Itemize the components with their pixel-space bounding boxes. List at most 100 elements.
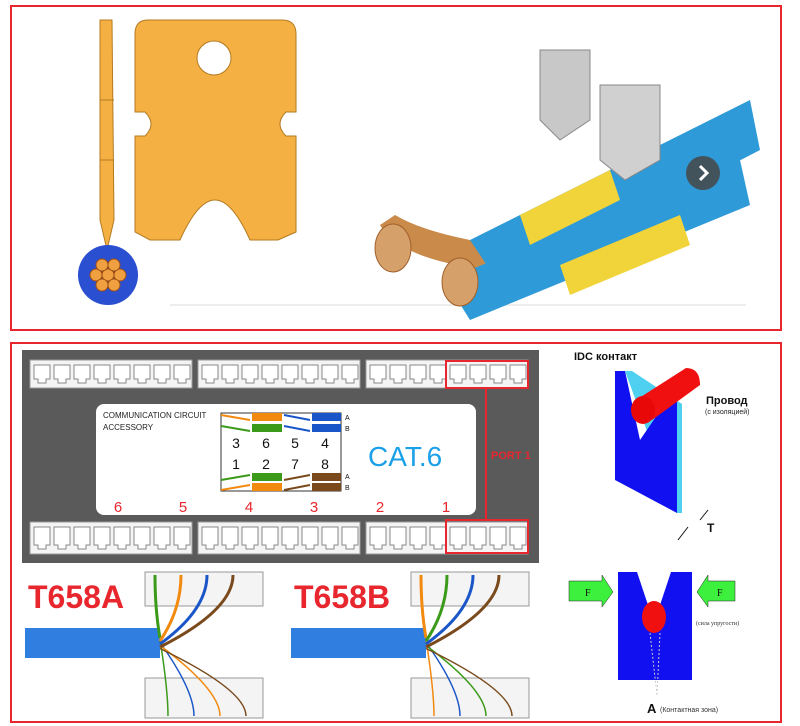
port-icon — [369, 526, 387, 550]
idc-force-diagram: F F (сила упругости) A (Контактная зона) — [568, 572, 739, 716]
port-icon — [389, 526, 407, 550]
category-label: CAT.6 — [368, 441, 442, 472]
pair-label: B — [345, 485, 350, 492]
port-icon — [73, 364, 91, 384]
pin-label: 8 — [321, 456, 329, 472]
idc-blade-illustration — [78, 19, 297, 305]
pin-label: 7 — [291, 456, 299, 472]
port-icon — [113, 364, 131, 384]
panel-label-line1: COMMUNICATION CIRCUIT — [103, 411, 207, 420]
contact-sublabel: (Контактная зона) — [660, 707, 718, 714]
cable-jacket — [291, 628, 426, 658]
t568b-wiring-diagram — [291, 571, 530, 719]
force-label-right: F — [717, 588, 723, 599]
panel-label-line2: ACCESSORY — [103, 423, 154, 432]
wire-sublabel: (с изоляцией) — [705, 408, 750, 416]
port-icon — [449, 526, 467, 550]
pair-label: B — [345, 426, 350, 433]
wire-strand — [159, 574, 235, 649]
wire-strand — [425, 574, 475, 646]
wire-strand — [159, 647, 247, 717]
wire-strand — [159, 574, 209, 646]
t568a-label: T658A — [28, 579, 124, 615]
port-icon — [241, 526, 259, 550]
next-image-button[interactable] — [686, 156, 720, 190]
port-icon — [53, 526, 71, 550]
port-icon — [489, 526, 507, 550]
port-icon — [201, 364, 219, 384]
color-code-table — [220, 412, 342, 492]
port-icon — [113, 526, 131, 550]
port-icon — [281, 526, 299, 550]
pair-label: A — [345, 415, 350, 422]
port-icon — [133, 364, 151, 384]
pin-label: 5 — [291, 435, 299, 451]
pair-label: A — [345, 474, 350, 481]
bottom-image-panel — [10, 342, 782, 723]
cable-jacket — [25, 628, 160, 658]
idc-title: IDC контакт — [574, 351, 638, 363]
port-number: 2 — [376, 499, 384, 516]
port-number: 5 — [179, 499, 187, 516]
wire-label: Провод — [706, 395, 748, 407]
port-icon — [241, 364, 259, 384]
wire-strand — [153, 574, 162, 639]
port-icon — [93, 364, 111, 384]
port-icon — [369, 364, 387, 384]
port-number: 4 — [245, 499, 253, 516]
port-icon — [389, 364, 407, 384]
port-icon — [133, 526, 151, 550]
port-icon — [409, 364, 427, 384]
port-numbers: 6 5 4 3 2 1 — [114, 499, 450, 516]
port-icon — [73, 526, 91, 550]
port-icon — [33, 526, 51, 550]
port-icon — [301, 364, 319, 384]
port-icon — [409, 526, 427, 550]
cable-with-idc-illustration — [170, 49, 760, 320]
port-icon — [93, 526, 111, 550]
port-icon — [201, 526, 219, 550]
port-icon — [489, 364, 507, 384]
pin-numbers: 3 6 5 4 1 2 7 8 — [232, 435, 329, 472]
port-number: 3 — [310, 499, 318, 516]
port-icon — [221, 526, 239, 550]
pin-label: 6 — [262, 435, 270, 451]
pin-label: 2 — [262, 456, 270, 472]
contact-label: A — [647, 701, 657, 716]
idc-contact-diagram: IDC контакт Провод (с изоляцией) T — [574, 351, 750, 541]
pin-label: 1 — [232, 456, 240, 472]
port-icon — [341, 364, 359, 384]
port-icon — [449, 364, 467, 384]
pin-label: 4 — [321, 435, 329, 451]
port-icon — [153, 526, 171, 550]
port-number: 6 — [114, 499, 122, 516]
port-icon — [281, 364, 299, 384]
port-icon — [341, 526, 359, 550]
port-icon — [321, 526, 339, 550]
force-sublabel: (сила упругости) — [696, 620, 739, 627]
port-icon — [261, 364, 279, 384]
port-icon — [509, 364, 527, 384]
port-icon — [33, 364, 51, 384]
port-icon — [53, 364, 71, 384]
t568a-wiring-diagram — [25, 571, 264, 719]
wire-strand — [419, 574, 428, 639]
force-arrow-left-icon — [696, 574, 736, 608]
wire-strand — [425, 647, 513, 717]
wire-strand — [424, 574, 449, 642]
pin-label: 3 — [232, 435, 240, 451]
wire-strand — [425, 574, 501, 649]
port-number: 1 — [442, 499, 450, 516]
port-icon — [153, 364, 171, 384]
thickness-label: T — [707, 521, 715, 535]
port-icon — [469, 526, 487, 550]
port-icon — [301, 526, 319, 550]
top-image-panel — [10, 5, 782, 331]
port-icon — [509, 526, 527, 550]
port1-label: PORT 1 — [491, 450, 531, 462]
port-icon — [173, 526, 191, 550]
t568b-label: T658B — [294, 579, 390, 615]
port-icon — [221, 364, 239, 384]
port-icon — [469, 364, 487, 384]
